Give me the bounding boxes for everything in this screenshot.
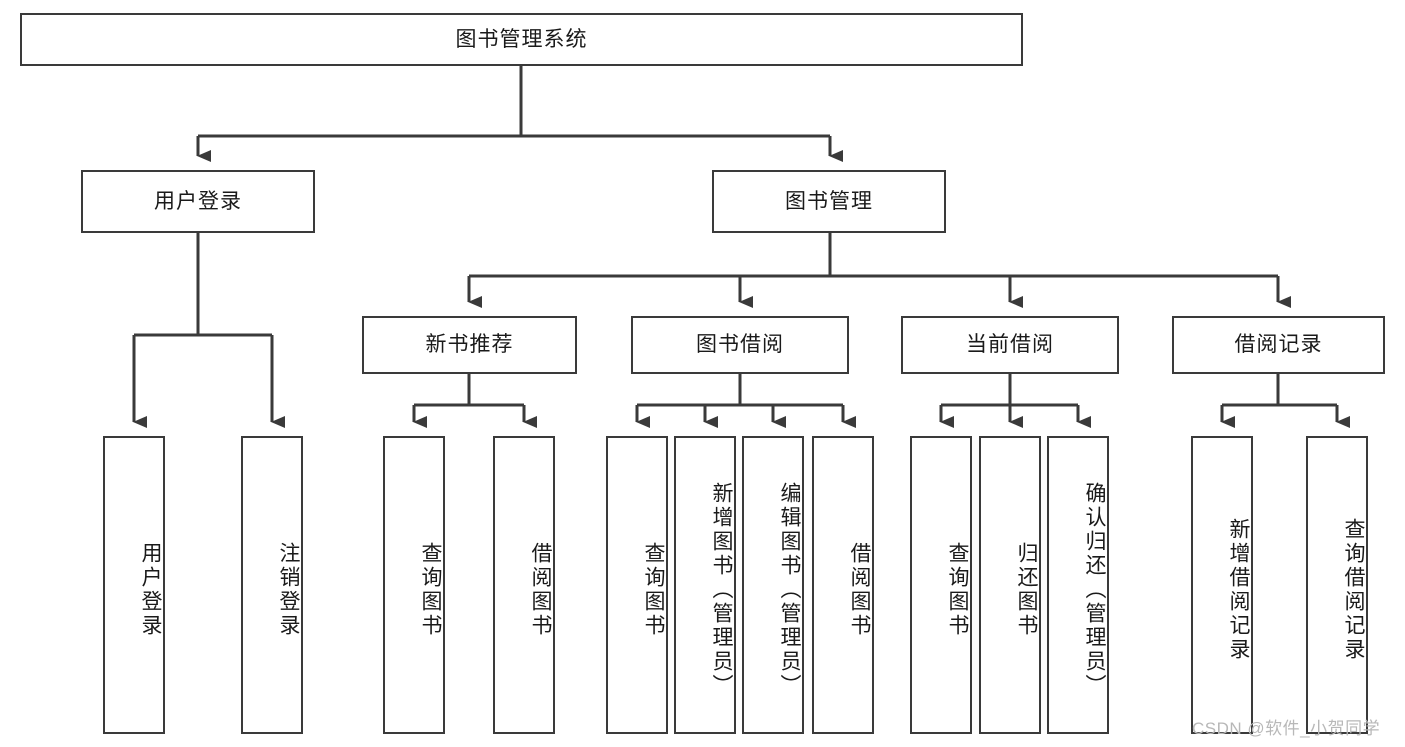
node-label: 新增图书（管理员） (710, 482, 733, 698)
csdn-watermark: CSDN @软件_小贺同学 (1192, 719, 1381, 738)
node-label: 新增借阅记录 (1227, 518, 1250, 662)
node-new-book-recommend[interactable]: 新书推荐 (362, 316, 577, 374)
node-root-library-management-system[interactable]: 图书管理系统 (20, 13, 1023, 66)
edge-root-to-level2 (196, 66, 843, 162)
node-label: 注销登录 (277, 542, 300, 638)
edge-currentborrow-to-leaves (939, 374, 1091, 428)
edge-bookmgmt-to-level3 (467, 233, 1291, 308)
leaf-recommend-query-book[interactable]: 查询图书 (383, 436, 445, 734)
leaf-logout[interactable]: 注销登录 (241, 436, 303, 734)
leaf-user-login[interactable]: 用户登录 (103, 436, 165, 734)
leaf-borrow-query-book[interactable]: 查询图书 (606, 436, 668, 734)
node-label: 用户登录 (139, 542, 162, 638)
leaf-borrow-add-book-admin[interactable]: 新增图书（管理员） (674, 436, 736, 734)
leaf-record-query-borrow-record[interactable]: 查询借阅记录 (1306, 436, 1368, 734)
edge-newbook-to-leaves (412, 374, 537, 428)
leaf-current-confirm-return-admin[interactable]: 确认归还（管理员） (1047, 436, 1109, 734)
node-label: 新书推荐 (425, 333, 514, 357)
node-label: 确认归还（管理员） (1083, 482, 1106, 698)
node-label: 用户登录 (154, 189, 242, 213)
node-label: 图书借阅 (696, 333, 784, 357)
node-label: 归还图书 (1015, 542, 1038, 638)
node-user-login[interactable]: 用户登录 (81, 170, 315, 233)
node-label: 借阅图书 (848, 542, 871, 638)
node-label: 借阅图书 (529, 542, 552, 638)
leaf-current-query-book[interactable]: 查询图书 (910, 436, 972, 734)
node-label: 当前借阅 (966, 333, 1054, 357)
node-borrow-record[interactable]: 借阅记录 (1172, 316, 1385, 374)
leaf-current-return-book[interactable]: 归还图书 (979, 436, 1041, 734)
node-label: 查询图书 (419, 542, 442, 638)
leaf-borrow-edit-book-admin[interactable]: 编辑图书（管理员） (742, 436, 804, 734)
edge-bookborrow-to-leaves (635, 374, 856, 428)
node-label: 查询借阅记录 (1342, 518, 1365, 662)
edge-userlogin-to-leaves (132, 233, 285, 428)
node-label: 查询图书 (946, 542, 969, 638)
node-current-borrow[interactable]: 当前借阅 (901, 316, 1119, 374)
node-book-borrow[interactable]: 图书借阅 (631, 316, 849, 374)
node-label: 查询图书 (642, 542, 665, 638)
leaf-recommend-borrow-book[interactable]: 借阅图书 (493, 436, 555, 734)
node-label: 图书管理系统 (455, 27, 588, 51)
edge-borrowrecord-to-leaves (1220, 374, 1350, 428)
leaf-record-add-borrow-record[interactable]: 新增借阅记录 (1191, 436, 1253, 734)
node-book-management[interactable]: 图书管理 (712, 170, 946, 233)
node-label: 编辑图书（管理员） (778, 482, 801, 698)
node-label: 图书管理 (785, 189, 873, 213)
leaf-borrow-borrow-book[interactable]: 借阅图书 (812, 436, 874, 734)
node-label: 借阅记录 (1234, 333, 1323, 357)
